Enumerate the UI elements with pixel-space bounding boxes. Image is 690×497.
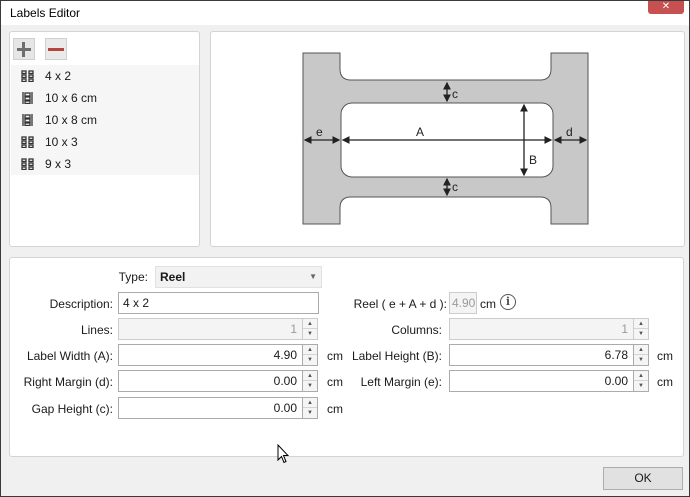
list-item[interactable]: 4 x 2 [11,65,199,87]
type-label: Type: [118,270,148,284]
diagram-label-e: e [316,125,323,139]
left-margin-stepper[interactable]: ▲ ▼ [634,370,649,392]
stepper-up-icon: ▲ [634,319,648,329]
lines-stepper: ▲ ▼ [303,318,318,340]
gap-height-unit: cm [327,402,343,416]
left-margin-unit: cm [657,375,673,389]
description-label: Description: [49,297,113,311]
stepper-down-icon[interactable]: ▼ [307,357,313,363]
label-list: 4 x 2 10 x 6 cm 10 x 8 c [11,65,199,175]
stepper-up-icon[interactable]: ▲ [634,345,648,355]
stepper-up-icon[interactable]: ▲ [303,398,317,408]
left-margin-field[interactable]: 0.00 [449,370,634,392]
remove-label-button[interactable] [45,38,67,60]
columns-field: 1 [449,318,634,340]
diagram-label-b: B [529,153,537,167]
label-width-unit: cm [327,349,343,363]
diagram-label-c-bottom: c [452,180,458,194]
reel-total-field: 4.90 [449,292,477,314]
reel-icon [22,114,33,126]
reel-icon [22,92,33,104]
type-select[interactable]: Reel ▼ [155,266,322,288]
diagram-label-a: A [416,125,424,139]
reel-label: Reel ( e + A + d ): [353,297,447,311]
grid-icon [21,158,34,170]
right-margin-unit: cm [327,375,343,389]
gap-height-label: Gap Height (c): [31,402,113,416]
label-diagram: c c A B e d [302,52,589,225]
list-item[interactable]: 10 x 8 cm [11,109,199,131]
info-icon[interactable]: i [500,294,516,310]
label-width-label: Label Width (A): [26,349,113,363]
stepper-down-icon[interactable]: ▼ [307,410,313,416]
list-item-label: 4 x 2 [45,69,72,83]
list-item-label: 10 x 3 [45,135,78,149]
label-height-unit: cm [657,349,673,363]
stepper-down-icon: ▼ [638,331,644,337]
ok-button[interactable]: OK [603,467,683,490]
label-height-stepper[interactable]: ▲ ▼ [634,344,649,366]
gap-height-field[interactable]: 0.00 [118,397,303,419]
diagram-label-c-top: c [452,87,458,101]
stepper-down-icon[interactable]: ▼ [307,383,313,389]
right-margin-field[interactable]: 0.00 [118,370,303,392]
add-label-button[interactable] [13,38,35,60]
lines-label: Lines: [80,323,113,337]
stepper-up-icon[interactable]: ▲ [634,371,648,381]
list-item[interactable]: 9 x 3 [11,153,199,175]
title-bar: Labels Editor ✕ [1,1,689,25]
label-preview-panel: c c A B e d [210,31,685,247]
label-width-stepper[interactable]: ▲ ▼ [303,344,318,366]
reel-unit: cm [480,297,496,311]
stepper-down-icon: ▼ [307,331,313,337]
list-item-label: 10 x 8 cm [45,113,98,127]
columns-label: Columns: [391,323,442,337]
stepper-up-icon: ▲ [303,319,317,329]
list-item[interactable]: 10 x 6 cm [11,87,199,109]
stepper-up-icon[interactable]: ▲ [303,345,317,355]
grid-icon [21,70,34,82]
stepper-down-icon[interactable]: ▼ [638,383,644,389]
label-height-label: Label Height (B): [351,349,442,363]
lines-field: 1 [118,318,303,340]
list-item-label: 9 x 3 [45,157,72,171]
list-item-label: 10 x 6 cm [45,91,98,105]
label-list-panel: 4 x 2 10 x 6 cm 10 x 8 c [9,31,200,247]
stepper-down-icon[interactable]: ▼ [638,357,644,363]
close-button[interactable]: ✕ [648,1,684,14]
grid-icon [21,136,34,148]
diagram-label-d: d [566,125,573,139]
right-margin-stepper[interactable]: ▲ ▼ [303,370,318,392]
description-field[interactable]: 4 x 2 [118,292,319,314]
columns-stepper: ▲ ▼ [634,318,649,340]
mouse-cursor-icon [277,444,289,464]
type-select-value: Reel [160,270,186,284]
label-width-field[interactable]: 4.90 [118,344,303,366]
left-margin-label: Left Margin (e): [360,375,442,389]
right-margin-label: Right Margin (d): [23,375,113,389]
label-height-field[interactable]: 6.78 [449,344,634,366]
chevron-down-icon: ▼ [309,272,317,281]
list-item[interactable]: 10 x 3 [11,131,199,153]
window-title: Labels Editor [10,6,81,20]
stepper-up-icon[interactable]: ▲ [303,371,317,381]
gap-height-stepper[interactable]: ▲ ▼ [303,397,318,419]
